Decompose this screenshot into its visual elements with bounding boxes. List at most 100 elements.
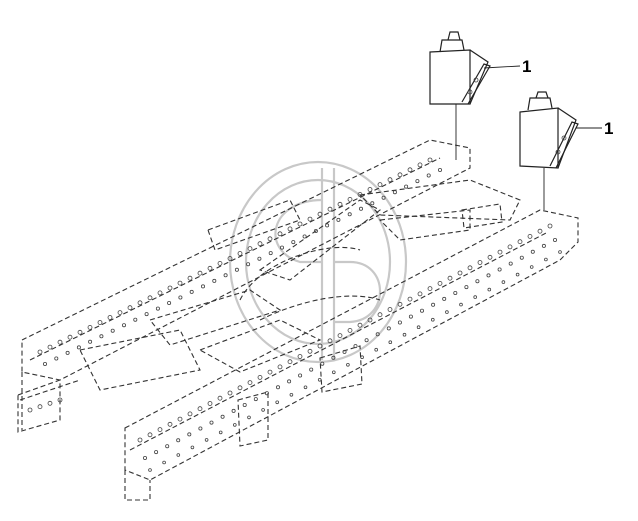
frame-hole bbox=[167, 300, 172, 305]
frame-hole bbox=[375, 332, 380, 337]
frame-hole bbox=[267, 236, 273, 242]
frame-hole bbox=[473, 295, 478, 299]
frame-hole bbox=[54, 356, 59, 361]
frame-hole bbox=[200, 284, 205, 289]
frame-hole bbox=[358, 206, 363, 211]
frame-hole bbox=[167, 285, 173, 291]
frame-hole bbox=[65, 350, 70, 355]
frame-hole bbox=[402, 332, 407, 337]
frame-hole bbox=[487, 287, 492, 292]
frame-hole bbox=[177, 280, 183, 286]
frame-hole bbox=[336, 217, 341, 222]
frame-hole bbox=[137, 437, 143, 443]
frame-hole bbox=[437, 280, 443, 286]
frame-hole bbox=[419, 308, 424, 313]
frame-hole bbox=[133, 317, 138, 322]
frame-hole bbox=[353, 344, 358, 349]
frame-hole bbox=[367, 187, 373, 192]
frame-hole bbox=[212, 278, 217, 283]
frame-hole bbox=[309, 367, 314, 372]
frame-hole bbox=[427, 286, 433, 292]
frame-hole bbox=[387, 307, 393, 312]
frame-hole bbox=[529, 265, 534, 269]
frame-hole bbox=[154, 450, 159, 455]
frame-hole bbox=[442, 296, 447, 301]
callout-label-1: 1 bbox=[522, 57, 531, 76]
frame-hole bbox=[357, 192, 363, 197]
frame-hole bbox=[445, 310, 449, 314]
frame-hole bbox=[147, 295, 153, 301]
frame-hole bbox=[377, 312, 383, 318]
frame-hole bbox=[317, 211, 323, 217]
frame-hole bbox=[558, 250, 562, 254]
watermark-logo-icon bbox=[228, 160, 408, 364]
frame-hole bbox=[501, 280, 506, 284]
frame-hole bbox=[189, 289, 194, 294]
frame-hole bbox=[261, 408, 265, 412]
frame-hole bbox=[190, 445, 195, 450]
frame-hole bbox=[347, 196, 353, 202]
frame-hole bbox=[297, 221, 303, 227]
frame-hole bbox=[37, 349, 43, 355]
frame-hole bbox=[317, 377, 322, 382]
frame-hole bbox=[497, 249, 503, 255]
frame-hole bbox=[217, 260, 223, 266]
wheel-chock-upper bbox=[429, 31, 491, 105]
frame-hole bbox=[117, 310, 123, 316]
frame-hole bbox=[207, 265, 213, 271]
frame-hole bbox=[327, 338, 333, 344]
frame-hole bbox=[27, 407, 33, 413]
frame-hole bbox=[515, 272, 520, 277]
frame-hole bbox=[57, 339, 63, 345]
frame-hole bbox=[370, 201, 375, 206]
frame-hole bbox=[287, 359, 293, 365]
frame-hole bbox=[291, 240, 296, 245]
frame-hole bbox=[99, 334, 104, 339]
frame-hole bbox=[541, 243, 546, 248]
frame-hole bbox=[257, 241, 263, 247]
frame-hole bbox=[417, 162, 423, 168]
frame-hole bbox=[459, 302, 463, 307]
frame-hole bbox=[127, 305, 133, 311]
frame-hole bbox=[364, 338, 369, 343]
frame-hole bbox=[231, 408, 236, 413]
frame-hole bbox=[177, 416, 183, 422]
frame-hole bbox=[209, 420, 214, 425]
frame-hole bbox=[360, 355, 364, 360]
frame-hole bbox=[218, 430, 223, 435]
frame-hole bbox=[287, 379, 292, 384]
frame-hole bbox=[97, 320, 103, 325]
frame-hole bbox=[337, 333, 343, 339]
frame-hole bbox=[165, 444, 170, 449]
frame-hole bbox=[77, 329, 83, 335]
frame-hole bbox=[447, 275, 453, 281]
frame-hole bbox=[298, 373, 303, 378]
frame-hole bbox=[477, 260, 483, 265]
frame-hole bbox=[57, 397, 63, 403]
frame-hole bbox=[144, 312, 149, 317]
frame-hole bbox=[220, 414, 225, 419]
frame-hole bbox=[162, 460, 166, 465]
frame-hole bbox=[268, 251, 273, 256]
frame-hole bbox=[223, 273, 228, 278]
frame-hole bbox=[76, 345, 81, 350]
frame-hole bbox=[497, 267, 502, 272]
frame-hole bbox=[197, 406, 203, 412]
frame-hole bbox=[43, 361, 48, 366]
frame-hole bbox=[297, 354, 303, 359]
frame-hole bbox=[507, 244, 513, 250]
frame-hole bbox=[437, 167, 442, 172]
frame-hole bbox=[388, 340, 393, 345]
frame-hole bbox=[207, 401, 213, 406]
frame-hole bbox=[47, 400, 53, 406]
frame-hole bbox=[486, 273, 491, 278]
wheel-chock-lower bbox=[519, 91, 579, 169]
frame-hole bbox=[167, 421, 173, 427]
frame-hole bbox=[408, 314, 413, 319]
frame-hole bbox=[227, 256, 233, 261]
frame-hole bbox=[530, 249, 535, 254]
frame-hole bbox=[519, 255, 524, 260]
frame-hole bbox=[217, 395, 223, 401]
chassis-frame bbox=[17, 104, 579, 501]
frame-hole bbox=[431, 302, 436, 307]
